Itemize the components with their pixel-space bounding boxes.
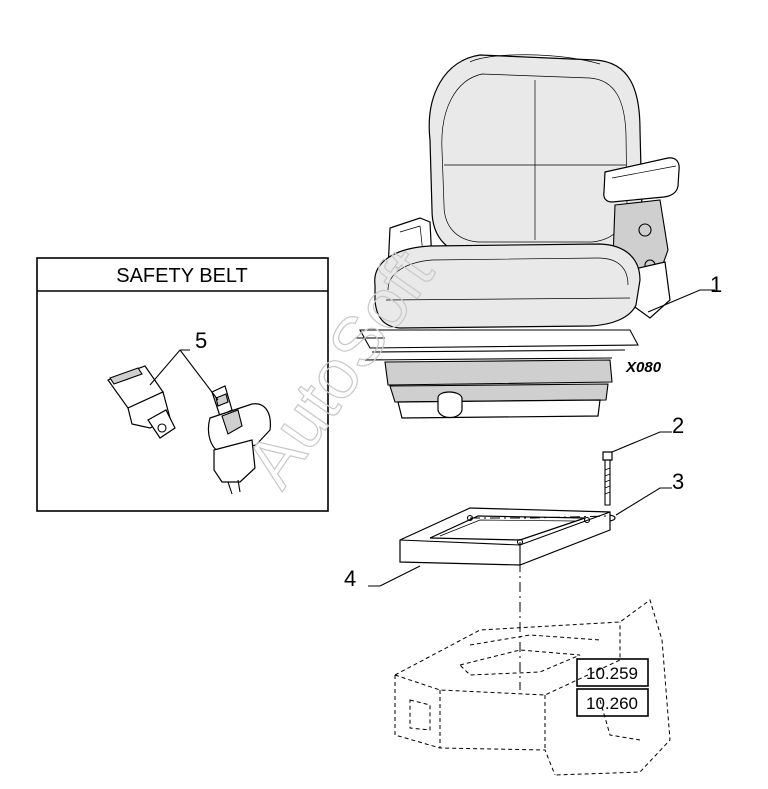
belt-buckle: [107, 365, 176, 439]
callout-4: 4: [344, 566, 356, 591]
leader-line-2: [611, 431, 672, 453]
base-platform: [394, 599, 671, 776]
belt-tongue-receiver: [207, 385, 271, 495]
leader-line-4: [368, 565, 421, 587]
centerline-seat-to-frame: [470, 515, 609, 519]
spacer-frame: [399, 507, 611, 566]
leader-line-3: [615, 487, 672, 516]
callout-2: 2: [672, 413, 684, 438]
figure-code: X080: [625, 359, 662, 376]
reference-box-10260[interactable]: 10.260: [576, 688, 649, 717]
callout-1: 1: [710, 272, 722, 297]
bolt: [602, 451, 613, 506]
reference-box-10259[interactable]: 10.259: [576, 658, 649, 687]
reference-10260[interactable]: 10.260: [586, 694, 638, 713]
reference-10259[interactable]: 10.259: [586, 664, 638, 683]
leader-line-5: [149, 349, 219, 401]
callout-5: 5: [195, 328, 207, 353]
leader-line-1: [647, 289, 715, 313]
safety-belt-inset: SAFETY BELT 5: [36, 257, 329, 512]
inset-title: SAFETY BELT: [116, 265, 248, 287]
callout-3: 3: [672, 469, 684, 494]
seat-assembly: [355, 54, 680, 419]
